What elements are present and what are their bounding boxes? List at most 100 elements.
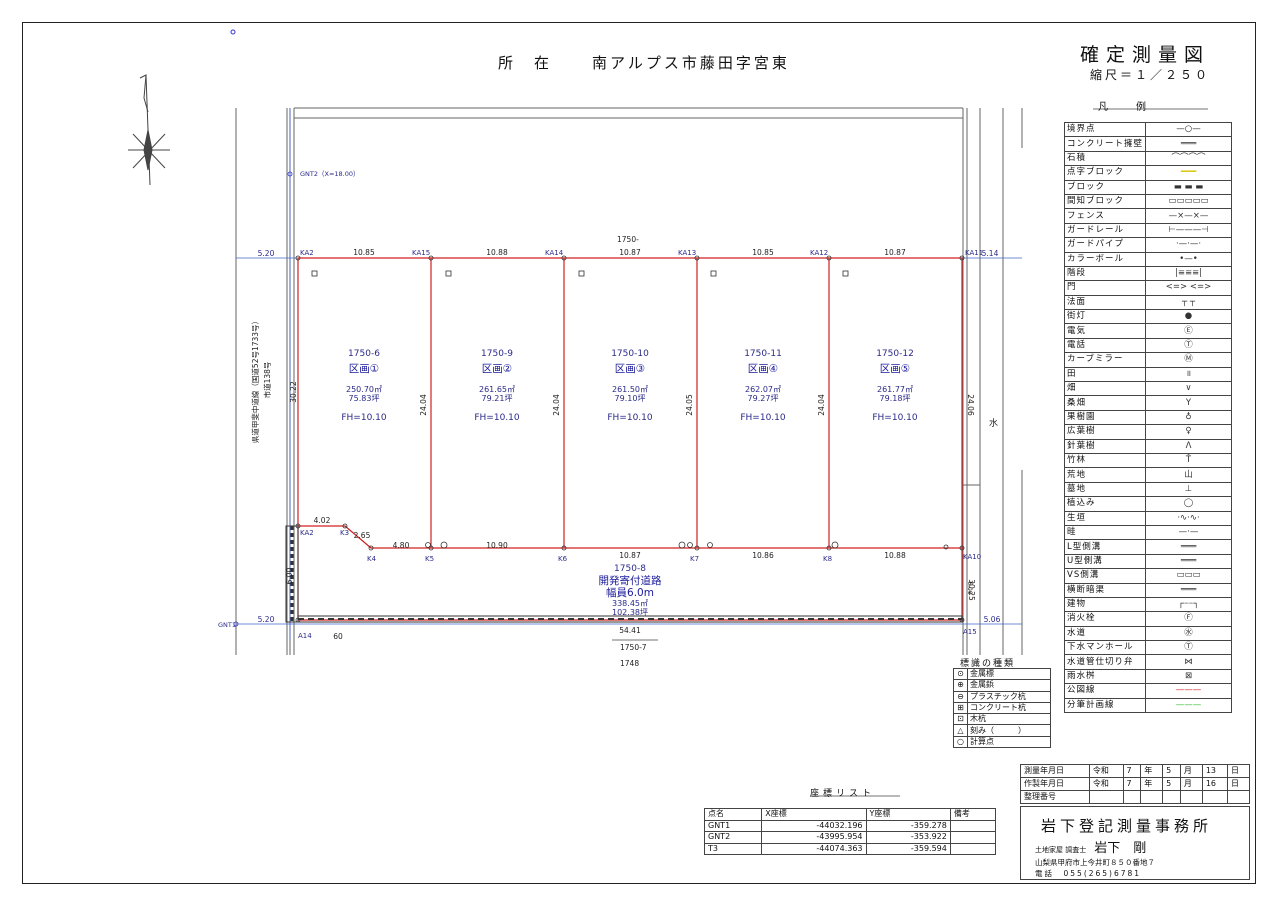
legend-label: 荒地 [1063,467,1147,483]
coords-header: 備考 [949,808,997,821]
legend-symbol-icon: Ⓣ [1145,640,1232,656]
dim-left-edge: 30.22 [289,381,298,403]
coords-cell: -43995.954 [761,831,867,844]
pt-ka10: KA10 [963,553,981,561]
date-cell-y-unit [1140,790,1164,804]
legend-symbol-icon: ═══ [1145,136,1232,152]
dim-top-1: 10.85 [353,248,375,257]
top-lot-number: 1750- [617,235,639,244]
legend-row: 水道管仕切り弁⋈ [1063,654,1232,670]
marker-row: ⊞コンクリート杭 [953,701,1051,715]
legend-row: 畑∨ [1063,381,1232,397]
legend-label: 門 [1063,280,1147,296]
legend-label: VS側溝 [1063,568,1147,584]
point-names: KA2 KA15 KA14 KA13 KA12 KA11 K3 K4 K5 K6… [298,249,983,640]
legend-row: 分筆計画線——— [1063,697,1232,714]
legend-row: 荒地山 [1063,467,1232,483]
lot-1-area: 250.70㎡ [346,385,382,394]
legend-label: 境界点 [1063,121,1147,138]
office-address: 山梨県甲府市上今井町８５０番地７ [1035,858,1155,867]
legend-symbol-icon: ● [1145,309,1232,325]
coords-header: Y座標 [865,808,951,821]
legend-symbol-icon: ┬ ┬ [1145,294,1232,311]
date-cell-d-unit: 日 [1226,777,1251,791]
pt-k6: K6 [558,555,568,563]
legend-symbol-icon: ——— [1145,683,1232,699]
dimension-labels: 10.85 10.88 10.87 10.85 10.87 4.80 10.90… [258,248,1001,641]
lot-1-fh: FH=10.10 [341,413,387,423]
legend-label: 点字ブロック [1063,165,1147,181]
dim-left-offset: 5.20 [258,249,275,258]
legend-label: 電気 [1063,323,1147,339]
legend-symbol-icon: Ⓣ [1145,337,1232,354]
legend-symbol-icon: <=> <=> [1145,280,1232,296]
markers-title: 標識の種類 [960,659,1016,669]
marker-symbol-icon: ⊖ [953,690,968,703]
legend-label: 竹林 [1063,452,1147,469]
legend-label: 街灯 [1063,309,1147,325]
marker-row: ⊙金属標 [953,667,1051,681]
office-tel: 電話 055(265)6781 [1035,869,1142,878]
legend-symbol-icon: ┌┈┈┐ [1145,596,1232,613]
legend-label: フェンス [1063,208,1147,224]
dim-top-3: 10.87 [619,248,641,257]
plan-notes: 1750- GNT2（X=18.00） GNT1 水 1750-7 1748 県… [218,170,998,668]
legend-row: VS側溝▭▭▭ [1063,568,1232,584]
legend-table: 境界点—○—コンクリート擁壁═══石積⌒⌒⌒⌒点字ブロック━━━ブロック▬ ▬ … [1063,121,1232,714]
marker-label: 金属鋲 [967,679,1051,692]
coords-cell [949,819,997,832]
pt-ka12: KA12 [810,249,828,257]
marker-label: 木杭 [967,713,1051,726]
legend-symbol-icon: •—• [1145,251,1232,267]
legend-row: 広葉樹♀ [1063,424,1232,440]
coords-row: GNT2-43995.954-353.922 [703,831,997,844]
legend-symbol-icon: ▬ ▬ ▬ [1145,179,1232,195]
legend-row: L型側溝═══ [1063,539,1232,555]
dim-road-width-right: 6.00 [966,581,973,595]
lot-5-number: 1750-12 [876,349,914,359]
legend-label: 階段 [1063,265,1147,282]
legend-symbol-icon: ▭▭▭ [1145,568,1232,584]
legend-symbol-icon: ═══ [1145,582,1232,598]
lot-below-1: 1750-7 [620,643,647,652]
date-cell-month: 5 [1162,777,1181,791]
pt-k4: K4 [367,555,377,563]
legend-symbol-icon: ═══ [1145,553,1232,570]
legend-symbol-icon: 山 [1145,467,1232,483]
legend-symbol-icon: ⊥ [1145,481,1232,498]
date-cell-y-unit: 年 [1140,777,1164,791]
legend-row: 間知ブロック▭▭▭▭▭ [1063,193,1232,210]
legend-row: 街灯● [1063,309,1232,325]
marker-symbol-icon: ⊙ [953,667,968,681]
drawing-scale: 縮尺＝１／２５０ [1090,68,1211,82]
dim-bottom-1: 4.80 [393,541,410,550]
lot-3-fh: FH=10.10 [607,413,653,423]
pt-ka11: KA11 [965,249,983,257]
coords-header: 点名 [703,808,763,821]
lot-3-tsubo: 79.10坪 [615,394,646,403]
drawing-frame [22,22,1256,884]
marker-row: △刻み（ ） [953,724,1051,737]
marker-symbol-icon: △ [953,724,968,737]
legend-row: 境界点—○— [1063,121,1232,138]
lot-below-2: 1748 [620,659,639,668]
coords-row: T3-44074.363-359.594 [703,842,997,855]
legend-row: コンクリート擁壁═══ [1063,136,1232,152]
road-left-sub: 市道138号 [262,362,272,399]
lot-3-number: 1750-10 [611,349,649,359]
marker-label: 計算点 [967,735,1051,749]
lot-4-tsubo: 79.27坪 [748,394,779,403]
coords-cell: -44032.196 [761,819,867,832]
parcel-outline [294,107,963,119]
coords-header-row: 点名 X座標 Y座標 備考 [703,808,997,821]
dim-slant-1: 4.02 [314,516,331,525]
legend-symbol-icon: ∨ [1145,381,1232,397]
office-person-line: 土地家屋 調査士岩下 剛 [1035,837,1146,856]
date-cell-d-unit: 日 [1226,764,1251,778]
legend-label: 横断暗渠 [1063,582,1147,598]
legend-label: ガードパイプ [1063,237,1147,253]
